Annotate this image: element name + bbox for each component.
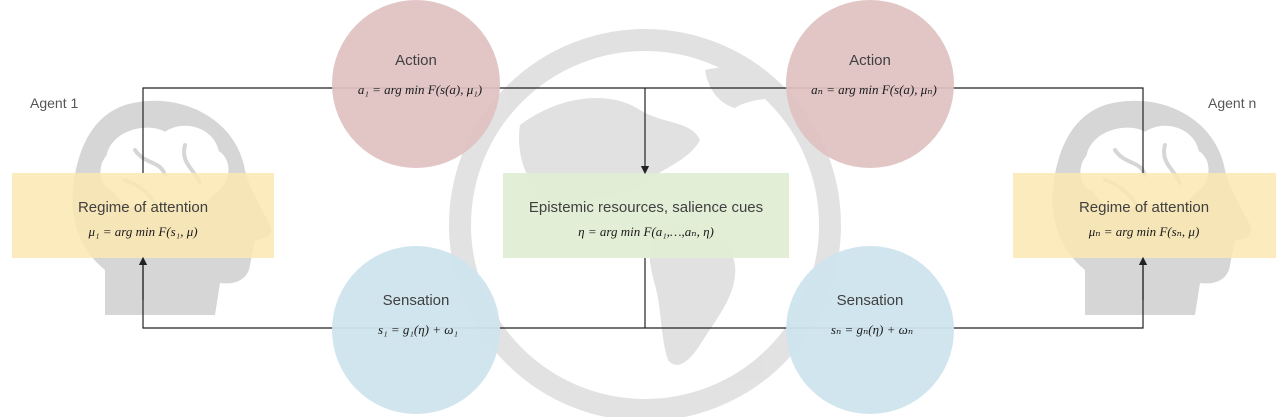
connector-lines (138, 87, 1148, 329)
epistemic-box (503, 173, 789, 258)
sensation-label-right: Sensation (836, 292, 904, 309)
regime-box-right (1013, 173, 1276, 258)
action-node-left (332, 0, 500, 168)
sensation-equation-right: sₙ = gₙ(η) + ωₙ (830, 322, 914, 337)
regime-box-left (12, 173, 274, 258)
epistemic-label: Epistemic resources, salience cues (528, 199, 764, 216)
sensation-node-right (786, 246, 954, 414)
action-label-left: Action (395, 52, 437, 69)
sensation-equation-left: s₁ = g₁(η) + ω₁ (378, 322, 458, 337)
regime-label-left: Regime of attention (77, 199, 209, 216)
regime-equation-right: μₙ = arg min F(sₙ, μ) (1088, 224, 1200, 239)
regime-label-right: Regime of attention (1078, 199, 1210, 216)
epistemic-equation: η = arg min F(a₁,…,aₙ, η) (578, 224, 714, 239)
action-equation-right: aₙ = arg min F(s(a), μₙ) (811, 82, 937, 97)
sensation-label-left: Sensation (382, 292, 450, 309)
sensation-node-left (332, 246, 500, 414)
action-label-right: Action (849, 52, 891, 69)
action-equation-left: a₁ = arg min F(s(a), μ₁) (357, 82, 483, 97)
agent-label-right: Agent n (1208, 95, 1257, 111)
regime-equation-left: μ₁ = arg min F(s₁, μ) (88, 224, 198, 239)
agent-label-left: Agent 1 (30, 95, 79, 111)
action-node-right (786, 0, 954, 168)
